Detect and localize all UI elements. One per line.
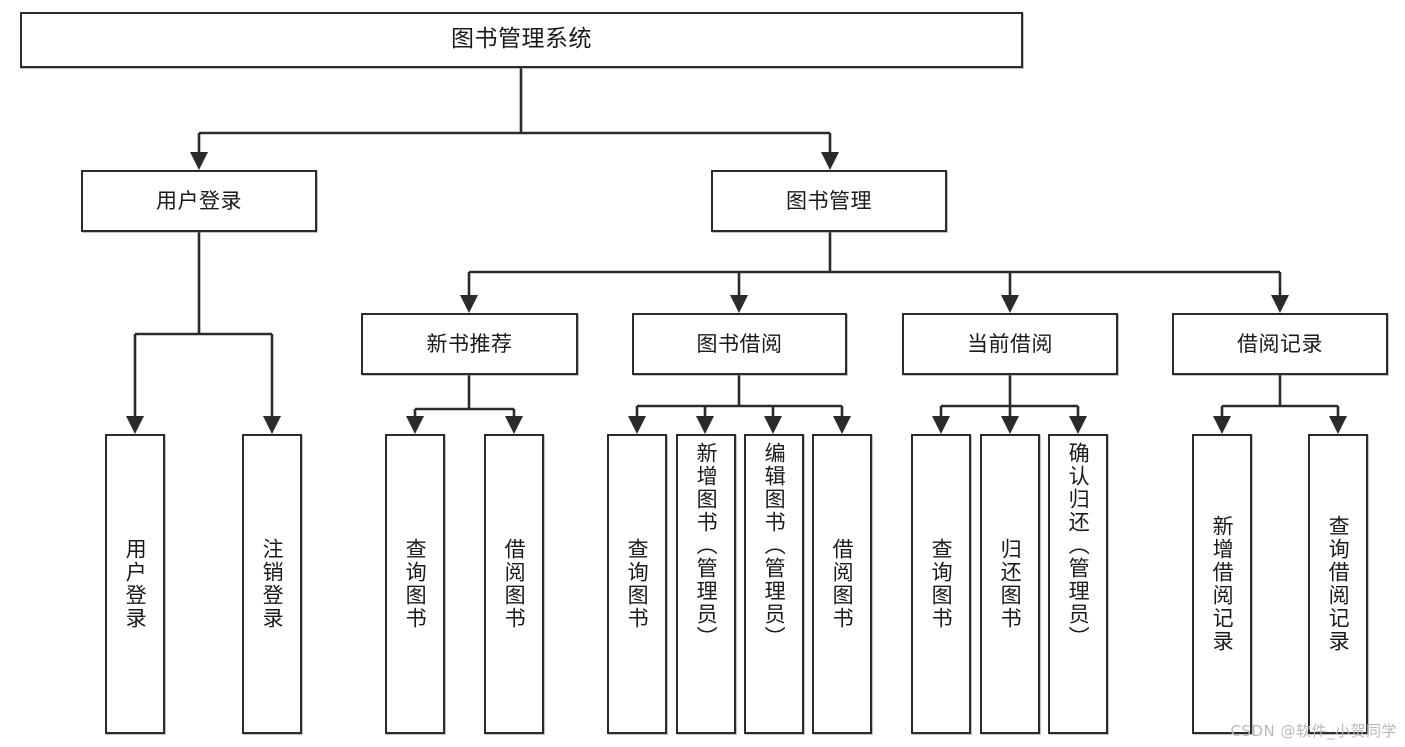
node-label: 新书推荐 bbox=[426, 331, 513, 356]
node-label: 注销登录 bbox=[260, 538, 285, 630]
node-new-book-recommend[interactable]: 新书推荐 bbox=[361, 313, 578, 375]
node-leaf-user-login[interactable]: 用户登录 bbox=[105, 434, 165, 734]
node-label: 图书管理 bbox=[786, 188, 872, 213]
node-leaf-edit-book-admin[interactable]: 编辑图书（管理员） bbox=[744, 434, 804, 734]
csdn-watermark: CSDN @软件_小贺同学 bbox=[1230, 722, 1397, 740]
node-label: 查询图书 bbox=[625, 538, 650, 630]
node-label: 用户登录 bbox=[123, 538, 148, 630]
node-label: 查询图书 bbox=[403, 538, 428, 630]
node-leaf-add-borrow-record[interactable]: 新增借阅记录 bbox=[1192, 434, 1252, 734]
node-label: 图书借阅 bbox=[696, 331, 783, 356]
node-label: 归还图书 bbox=[998, 538, 1023, 630]
node-label: 当前借阅 bbox=[967, 331, 1053, 356]
node-leaf-query-borrow-record[interactable]: 查询借阅记录 bbox=[1308, 434, 1368, 734]
node-leaf-logout-login[interactable]: 注销登录 bbox=[242, 434, 302, 734]
node-label: 借阅图书 bbox=[502, 538, 527, 630]
node-label: 查询借阅记录 bbox=[1326, 515, 1351, 653]
node-book-borrow[interactable]: 图书借阅 bbox=[632, 313, 847, 375]
node-current-borrow[interactable]: 当前借阅 bbox=[902, 313, 1118, 375]
node-leaf-query-book-1[interactable]: 查询图书 bbox=[385, 434, 445, 734]
node-label: 借阅记录 bbox=[1237, 331, 1323, 356]
node-book-management-system[interactable]: 图书管理系统 bbox=[20, 12, 1023, 68]
node-label: 编辑图书（管理员） bbox=[762, 442, 787, 649]
node-label: 借阅图书 bbox=[830, 538, 855, 630]
node-leaf-query-book-3[interactable]: 查询图书 bbox=[911, 434, 971, 734]
node-label: 确认归还（管理员） bbox=[1066, 442, 1091, 649]
node-user-login[interactable]: 用户登录 bbox=[81, 170, 317, 232]
node-label: 查询图书 bbox=[929, 538, 954, 630]
node-label: 用户登录 bbox=[156, 188, 242, 213]
node-leaf-borrow-book-1[interactable]: 借阅图书 bbox=[484, 434, 544, 734]
node-label: 新增借阅记录 bbox=[1210, 515, 1235, 653]
node-label: 图书管理系统 bbox=[451, 26, 592, 53]
node-leaf-query-book-2[interactable]: 查询图书 bbox=[607, 434, 667, 734]
node-leaf-return-book[interactable]: 归还图书 bbox=[980, 434, 1040, 734]
node-leaf-confirm-return-admin[interactable]: 确认归还（管理员） bbox=[1048, 434, 1108, 734]
node-leaf-add-book-admin[interactable]: 新增图书（管理员） bbox=[676, 434, 736, 734]
node-borrow-record[interactable]: 借阅记录 bbox=[1172, 313, 1388, 375]
node-label: 新增图书（管理员） bbox=[694, 442, 719, 649]
node-book-management[interactable]: 图书管理 bbox=[711, 170, 947, 232]
node-leaf-borrow-book-2[interactable]: 借阅图书 bbox=[812, 434, 872, 734]
